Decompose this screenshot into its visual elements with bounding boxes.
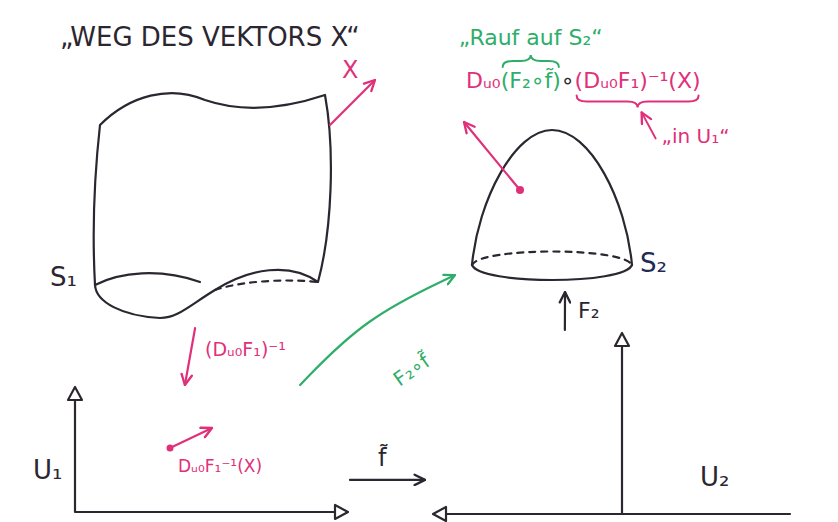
base-point xyxy=(516,186,524,194)
saddle-fold xyxy=(95,273,200,285)
formula-row: Dᵤ₀(F₂∘f̃)∘(Dᵤ₀F₁)⁻¹(X) xyxy=(466,68,701,94)
surface-label-box: S₂ xyxy=(455,110,680,292)
edge-label: (Dᵤ₀F₁)⁻¹ xyxy=(205,338,286,361)
overbrace xyxy=(503,55,559,67)
surface-label-box: S₁ xyxy=(40,88,340,328)
edge-label: F₂ xyxy=(578,298,599,324)
node-label: U₁ xyxy=(33,455,62,486)
mapping-arrow xyxy=(185,328,195,385)
saddle-hidden-rim xyxy=(215,281,318,290)
dome-surface xyxy=(472,130,632,265)
chart-domain-box: U₂ xyxy=(425,330,800,520)
edge-label: f̃ xyxy=(378,444,386,473)
formula-part: ∘ xyxy=(561,68,575,94)
vector-label: Dᵤ₀F₁⁻¹(X) xyxy=(178,456,262,476)
vector-label: X xyxy=(342,56,358,85)
edge-label: F₂∘f̃ xyxy=(389,349,435,391)
annotation: „Rauf auf S₂“ xyxy=(459,25,603,51)
diagram-title: „WEG DES VEKTORS X“ xyxy=(60,22,360,53)
axis-head xyxy=(68,387,82,400)
axis-head xyxy=(615,333,629,346)
annotation: „in U₁“ xyxy=(662,124,730,148)
mapping-arrow xyxy=(350,479,425,481)
axis-head xyxy=(335,505,348,519)
chart-domain-box: U₁ xyxy=(30,385,350,518)
tangent-vector xyxy=(464,122,520,190)
leader-line xyxy=(642,112,656,138)
dome-back-rim xyxy=(472,252,632,266)
axis-head xyxy=(433,507,446,521)
tangent-vector xyxy=(330,80,375,125)
node-label: S₂ xyxy=(640,248,667,279)
mapping-arrow xyxy=(564,292,566,330)
dome-front-rim xyxy=(472,265,632,280)
node-label: S₁ xyxy=(50,262,77,293)
underbrace xyxy=(577,95,699,107)
base-point xyxy=(167,445,174,452)
formula-part: (F₂∘f̃) xyxy=(501,68,561,94)
formula-part: Dᵤ₀ xyxy=(466,68,501,94)
formula-part: (Dᵤ₀F₁)⁻¹(X) xyxy=(575,68,701,94)
node-label: U₂ xyxy=(700,462,729,493)
axis-line xyxy=(75,400,335,512)
saddle-surface xyxy=(94,93,331,318)
axis-line xyxy=(446,346,790,514)
tangent-vector xyxy=(170,428,212,448)
